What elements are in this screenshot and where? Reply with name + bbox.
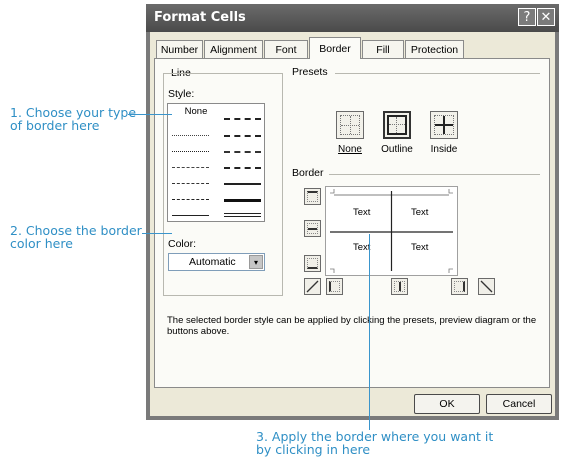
presets-group-label: Presets — [292, 66, 328, 78]
preset-inside-button[interactable] — [430, 111, 458, 139]
border-diagonal-up-button[interactable] — [304, 278, 321, 295]
border-preview[interactable]: Text Text Text Text — [325, 186, 458, 276]
preset-outline-label: Outline — [381, 144, 413, 155]
callout-line-style-connector-2 — [128, 114, 172, 115]
line-group-frame — [163, 73, 283, 296]
tab-label: Alignment — [210, 44, 257, 56]
color-label: Color: — [168, 238, 197, 250]
help-button[interactable]: ? — [518, 8, 536, 26]
dropdown-glyph: ▾ — [253, 258, 258, 267]
callout-color-text-1: 2. Choose the border — [10, 223, 142, 238]
line-style-slanted-dash-dot[interactable] — [224, 135, 261, 137]
tab-number[interactable]: Number — [156, 40, 203, 58]
line-style-double[interactable] — [224, 213, 261, 217]
border-divider — [329, 174, 540, 175]
line-style-dash-dot-dot[interactable] — [172, 167, 209, 168]
preview-text-top-left: Text — [353, 207, 371, 218]
line-style-dotted[interactable] — [172, 151, 209, 152]
tab-label: Fill — [376, 44, 390, 56]
diagonal-up-icon — [306, 280, 319, 293]
callout-color: 2. Choose the border color here — [10, 224, 142, 250]
tab-label: Font — [275, 44, 297, 56]
preset-none-icon — [340, 115, 360, 135]
border-right-button[interactable] — [451, 278, 468, 295]
preset-inside-label: Inside — [430, 144, 458, 155]
format-cells-dialog: Format Cells ? ✕ Number Alignment Font B… — [146, 4, 559, 420]
callout-color-text-2: color here — [10, 236, 73, 251]
chevron-down-icon[interactable]: ▾ — [249, 255, 263, 269]
border-description: The selected border style can be applied… — [167, 315, 537, 337]
border-inside-horizontal-icon — [307, 223, 318, 234]
tab-label: Border — [319, 43, 351, 55]
callout-border-connector — [369, 234, 370, 430]
preview-guides — [330, 189, 453, 273]
border-top-button[interactable] — [304, 188, 321, 205]
callout-border-text-1: 3. Apply the border where you want it — [256, 429, 494, 444]
line-style-list[interactable]: None — [167, 103, 265, 222]
line-style-hair[interactable] — [172, 135, 209, 136]
style-none-option[interactable]: None — [180, 106, 212, 117]
border-inside-vertical-icon — [394, 281, 405, 292]
color-value: Automatic — [189, 256, 236, 268]
callout-border-text-2: by clicking in here — [256, 442, 371, 457]
style-label: Style: — [168, 88, 195, 100]
tab-alignment[interactable]: Alignment — [204, 40, 263, 58]
border-diagonal-down-button[interactable] — [478, 278, 495, 295]
border-top-icon — [307, 191, 318, 202]
close-button[interactable]: ✕ — [537, 8, 555, 26]
presets-divider — [335, 73, 540, 74]
border-bottom-button[interactable] — [304, 255, 321, 272]
dialog-body: Number Alignment Font Border Fill Protec… — [150, 32, 555, 416]
line-style-medium[interactable] — [224, 183, 261, 185]
preset-inside-icon — [434, 115, 454, 135]
preset-outline-button[interactable] — [383, 111, 411, 139]
line-style-medium-dashed[interactable] — [224, 167, 261, 169]
tab-protection[interactable]: Protection — [405, 40, 464, 58]
ok-button[interactable]: OK — [414, 394, 480, 414]
callout-line-style-text-2: of border here — [10, 118, 100, 133]
line-style-medium-dash-dot[interactable] — [224, 151, 261, 153]
close-icon: ✕ — [540, 10, 552, 25]
line-style-dash-dot[interactable] — [172, 183, 209, 184]
dialog-title: Format Cells — [154, 10, 246, 25]
color-dropdown[interactable]: Automatic ▾ — [168, 253, 265, 271]
cancel-button[interactable]: Cancel — [486, 394, 552, 414]
tab-border[interactable]: Border — [309, 37, 361, 59]
border-middle-horizontal-button[interactable] — [304, 220, 321, 237]
title-bar: Format Cells ? ✕ — [146, 4, 559, 32]
tab-font[interactable]: Font — [264, 40, 308, 58]
tab-label: Number — [160, 44, 199, 56]
preview-text-bottom-right: Text — [411, 242, 429, 253]
border-group-label: Border — [292, 167, 324, 179]
border-middle-vertical-button[interactable] — [391, 278, 408, 295]
tab-label: Protection — [410, 44, 459, 56]
line-style-dashed[interactable] — [172, 199, 209, 200]
diagonal-down-icon — [480, 280, 493, 293]
border-left-icon — [329, 281, 340, 292]
line-style-thick[interactable] — [224, 199, 261, 202]
preset-outline-icon — [387, 115, 407, 135]
callout-border-preview: 3. Apply the border where you want it by… — [256, 430, 493, 456]
preview-text-bottom-left: Text — [353, 242, 371, 253]
line-style-thin[interactable] — [172, 215, 209, 216]
border-right-icon — [454, 281, 465, 292]
preset-none-button[interactable] — [336, 111, 364, 139]
preview-text-top-right: Text — [411, 207, 429, 218]
line-style-medium-dash-dot-dot[interactable] — [224, 118, 261, 120]
preset-none-label: None — [338, 144, 362, 155]
callout-color-connector-2 — [142, 233, 172, 234]
border-bottom-icon — [307, 258, 318, 269]
border-left-button[interactable] — [326, 278, 343, 295]
callout-line-style: 1. Choose your type of border here — [10, 106, 136, 132]
callout-line-style-text-1: 1. Choose your type — [10, 105, 137, 120]
border-tab-panel: Line Style: None Color — [154, 58, 550, 388]
tab-fill[interactable]: Fill — [362, 40, 404, 58]
help-icon: ? — [523, 10, 531, 25]
